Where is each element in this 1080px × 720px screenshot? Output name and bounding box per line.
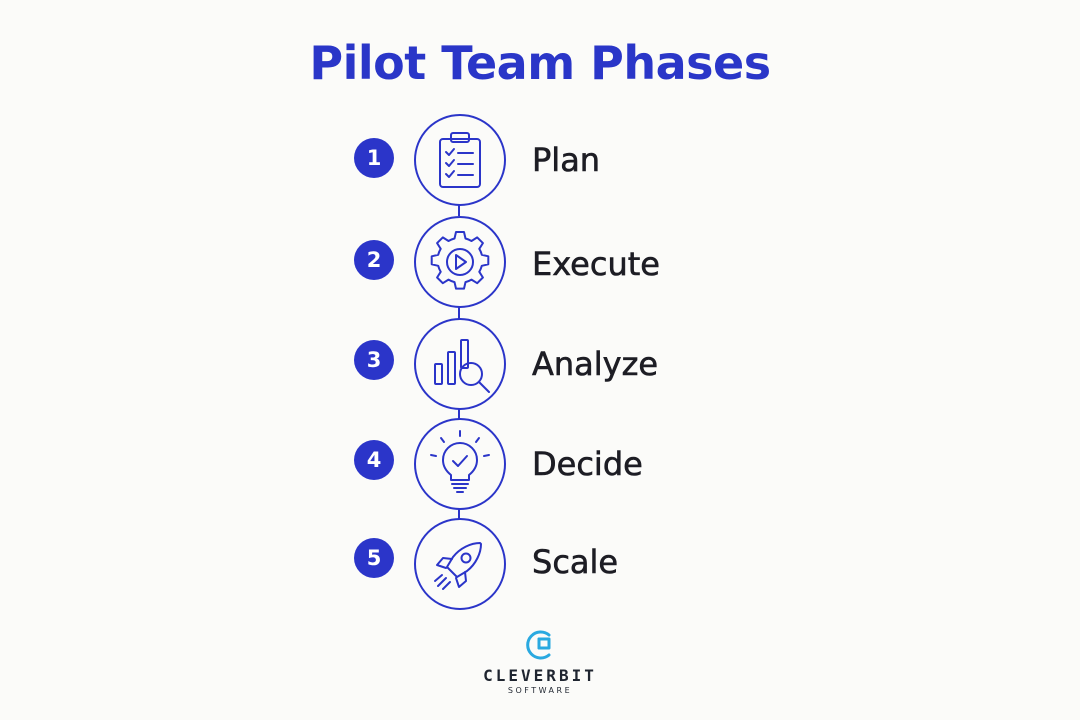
phase-number-badge: 4: [354, 440, 394, 480]
connector-line: [458, 306, 460, 320]
phase-number-badge: 3: [354, 340, 394, 380]
phase-label: Analyze: [532, 345, 659, 384]
lightbulb-check-icon: [430, 430, 490, 493]
logo-name: CLEVERBIT: [483, 666, 597, 685]
page-title: Pilot Team Phases: [309, 36, 771, 90]
phase-label: Plan: [532, 141, 601, 180]
logo-subtitle: SOFTWARE: [507, 686, 573, 695]
connector-line: [458, 508, 460, 520]
clipboard-checklist-icon: [439, 132, 481, 188]
phase-label: Decide: [532, 445, 643, 484]
phase-label: Execute: [532, 245, 661, 284]
phase-number-badge: 5: [354, 538, 394, 578]
phase-icon-circle: [414, 418, 506, 510]
phase-label: Scale: [532, 543, 619, 582]
gear-play-icon: [430, 231, 490, 290]
connector-line: [458, 408, 460, 420]
connector-line: [458, 202, 460, 216]
phase-icon-circle: [414, 318, 506, 410]
bar-chart-magnifier-icon: [434, 339, 490, 393]
phase-number-badge: 2: [354, 240, 394, 280]
phase-number-badge: 1: [354, 138, 394, 178]
phase-icon-circle: [414, 216, 506, 308]
phase-icon-circle: [414, 114, 506, 206]
company-logo: CLEVERBIT SOFTWARE: [440, 628, 640, 708]
phase-icon-circle: [414, 518, 506, 610]
cleverbit-logo-icon: [526, 630, 551, 660]
rocket-icon: [434, 542, 482, 590]
